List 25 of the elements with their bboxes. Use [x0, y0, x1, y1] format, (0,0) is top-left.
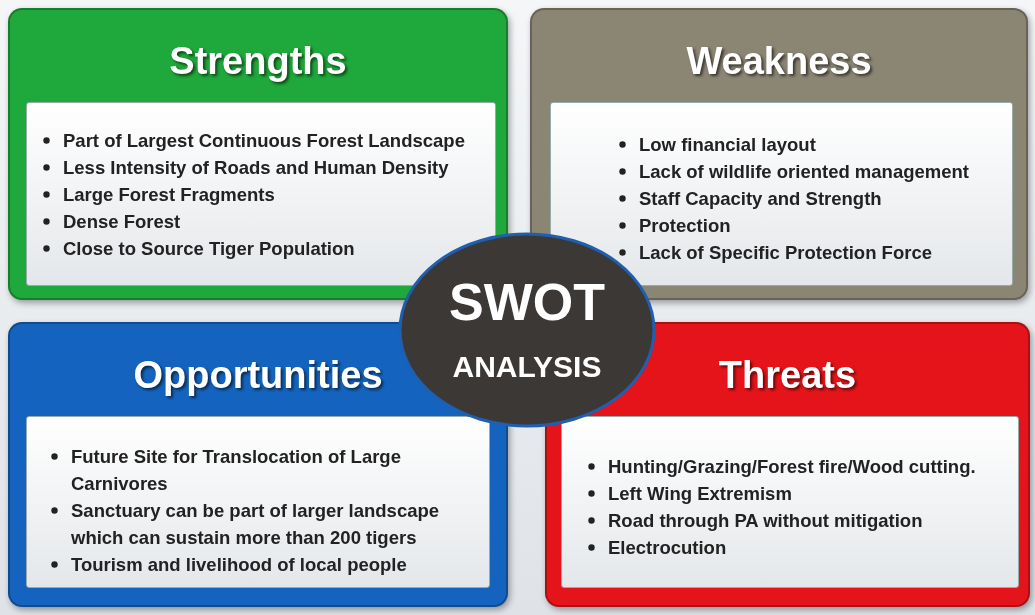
bullet-item: Staff Capacity and Strength	[639, 188, 882, 209]
quadrant-heading: Strengths	[169, 40, 347, 83]
bullet-item: Future Site for Translocation of Large Carnivores	[71, 446, 401, 494]
bullet-item: Road through PA without mitigation	[608, 510, 923, 531]
bullet-item: Large Forest Fragments	[63, 184, 275, 205]
bullet-item: Dense Forest	[63, 211, 181, 232]
quadrant-heading: Threats	[718, 354, 857, 397]
bullet-item: Left Wing Extremism	[608, 483, 792, 504]
bullet-item: Electrocution	[608, 537, 727, 558]
bullet-item: Part of Largest Continuous Forest Landscape	[63, 130, 465, 151]
bullet-item: Lack of wildlife oriented management	[639, 161, 969, 182]
content-panel	[26, 416, 490, 588]
center-title: ANALYSIS	[452, 350, 602, 383]
quadrant-heading: Opportunities	[133, 354, 383, 397]
bullet-item: Hunting/Grazing/Forest fire/Wood cutting.	[608, 456, 976, 477]
bullet-item: Sanctuary can be part of larger landscape which can sustain more than 200 tigers	[71, 500, 440, 548]
quadrant-heading: Weakness	[686, 40, 872, 83]
bullet-item: Lack of Specific Protection Force	[639, 242, 932, 263]
bullet-item: Tourism and livelihood of local people	[71, 554, 407, 575]
bullet-item: Protection	[639, 215, 731, 236]
bullet-item: Low financial layout	[639, 134, 816, 155]
center-title: SWOT	[449, 273, 605, 331]
bullet-item: Close to Source Tiger Population	[63, 238, 355, 259]
content-panel	[561, 416, 1019, 588]
bullet-item: Less Intensity of Roads and Human Density	[63, 157, 449, 178]
